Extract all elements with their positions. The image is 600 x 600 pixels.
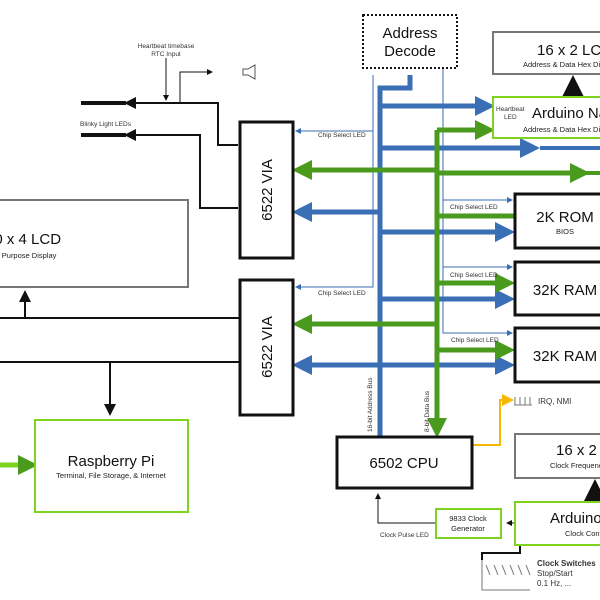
cpu-title: 6502 CPU [369,455,438,472]
ram2-box [513,326,600,384]
clock-gen-l2: Generator [451,524,485,533]
arduino-clock-box [514,501,600,546]
clock-switch-label-3: 0.1 Hz, ... [537,579,571,588]
data-bus-label: 8-bit Data Bus [424,390,431,432]
rom-sub: BIOS [556,227,574,236]
control-lines [0,58,600,560]
via2-box [238,278,295,417]
irq-leds-icon [514,397,532,406]
via2-label: 6522 VIA [259,316,276,378]
clock-generator-box [435,508,502,539]
rpi-sub: Terminal, File Storage, & Internet [56,471,167,480]
ram2-title: 32K RAM [533,348,597,365]
rom-title: 2K ROM [536,209,594,226]
ram1-box [513,260,600,317]
arduino-clock-title: Arduino [550,510,600,527]
lcd-big-sub: General Purpose Display [0,251,57,260]
heartbeat-label: Heartbeat timebase [138,43,195,50]
address-decode-box [362,14,458,69]
heartbeat-led-label: Heartbeat [496,106,525,113]
address-bus-label: 16-bit Address Bus [367,377,374,432]
nano-sub: Address & Data Hex Display [523,125,600,134]
blinky-label: Blinky Light LEDs [80,121,132,128]
arduino-clock-sub: Clock Control [565,529,600,538]
chip-select-via1: Chip Select LED [318,132,366,139]
clock-gen-l1: 9833 Clock [449,514,487,523]
lcd-clock-title: 16 x 2 LCD [556,442,600,459]
chip-select-ram2: Chip Select LED [451,337,499,344]
rpi-title: Raspberry Pi [68,453,155,470]
lcd-top-title: 16 x 2 LCD [537,42,600,59]
lcd-clock-sub: Clock Frequency [550,461,600,470]
cpu-box [335,435,474,490]
nano-title: Arduino Nano [532,105,600,122]
raspberry-pi-box [34,419,189,513]
address-decode-label-2: Decode [384,43,436,60]
led-bars [81,101,600,591]
address-decode-label: Address [382,25,437,42]
lcd-big-box [0,199,189,288]
lcd-big-title: 20 x 4 LCD [0,231,61,248]
clock-switch-label: Clock Switches [537,559,596,568]
via1-box [238,120,295,260]
clock-switches-icon [481,560,531,591]
lcd-top-sub: Address & Data Hex Display [523,60,600,69]
chip-select-via2: Chip Select LED [318,290,366,297]
heartbeat-led-label-2: LED [504,114,517,121]
clock-switch-label-2: Stop/Start [537,569,573,578]
lcd-clock-box [514,433,600,479]
chip-select-ram1: Chip Select LED [450,272,498,279]
rtc-label: RTC Input [151,51,181,58]
lcd-top-box [492,31,600,75]
irq-line [472,394,514,446]
ram1-title: 32K RAM [533,282,597,299]
clock-pulse-label: Clock Pulse LED [380,532,429,539]
data-bus [0,120,590,475]
arduino-nano-box [492,96,600,139]
rom-box [513,192,600,250]
speaker-icon [242,64,256,80]
chip-select-lines [295,68,513,336]
chip-select-rom: Chip Select LED [450,204,498,211]
via1-label: 6522 VIA [259,159,276,221]
irq-label: IRQ, NMI [538,397,571,406]
address-bus [292,75,540,437]
